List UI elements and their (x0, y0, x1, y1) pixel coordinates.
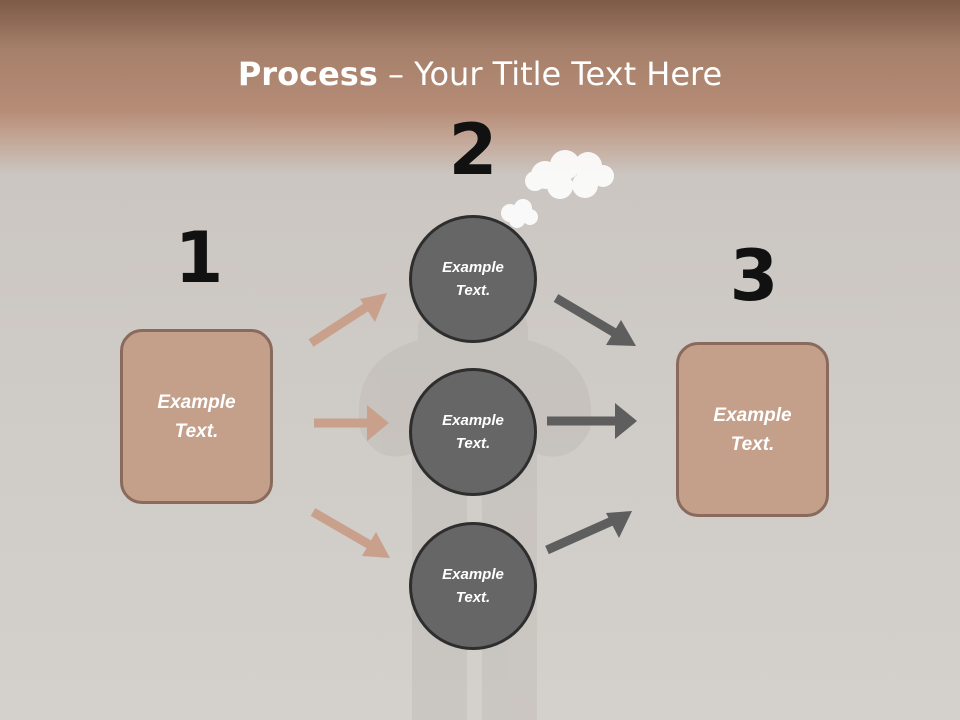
step-number-1: 1 (174, 217, 224, 299)
circle-1-text-line1: Example (442, 259, 504, 276)
step-1-text-line2: Text. (174, 420, 219, 442)
arrow-box1-to-circle2 (314, 405, 389, 441)
arrow-circle2-to-box3 (547, 403, 637, 439)
circle-3-text-line1: Example (442, 566, 504, 583)
arrow-box1-to-circle1 (308, 293, 387, 347)
circle-3-text-line2: Text. (455, 589, 491, 606)
circle-2-text-line2: Text. (455, 435, 491, 452)
arrow-box1-to-circle3 (310, 508, 390, 558)
step-1-text-line1: Example (157, 391, 236, 413)
thought-cloud-small (501, 199, 538, 228)
step-number-3: 3 (729, 235, 779, 317)
title-rest: – Your Title Text Here (377, 55, 723, 93)
slide-title: Process – Your Title Text Here (0, 52, 960, 96)
title-bold: Process (237, 55, 378, 93)
circle-2-text-line1: Example (442, 412, 504, 429)
circle-1-text-line2: Text. (455, 282, 491, 299)
arrow-circle1-to-box3 (553, 294, 636, 346)
step-3-text-line2: Text. (730, 433, 775, 455)
thought-cloud-large (525, 150, 614, 199)
step-number-2: 2 (448, 109, 498, 191)
arrow-circle3-to-box3 (545, 511, 632, 555)
step-3-text-line1: Example (713, 404, 792, 426)
